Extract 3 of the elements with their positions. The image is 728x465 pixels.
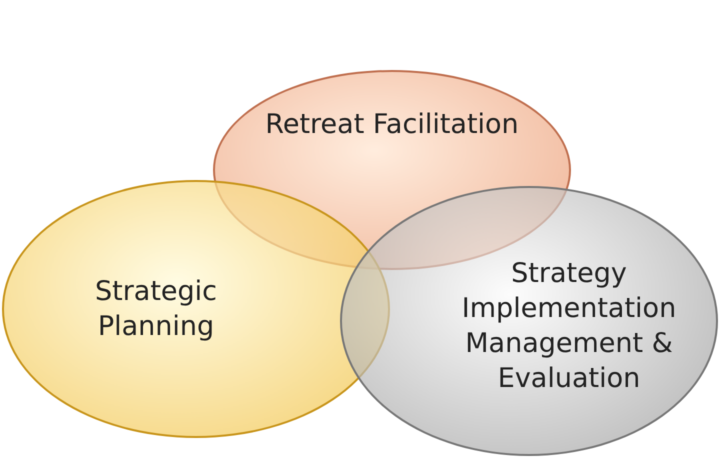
ellipse-label: Strategy Implementation Management & Evaluation	[460, 256, 678, 396]
ellipse-label: Retreat Facilitation	[265, 108, 519, 142]
ellipse-label: Strategic Planning	[94, 274, 218, 344]
